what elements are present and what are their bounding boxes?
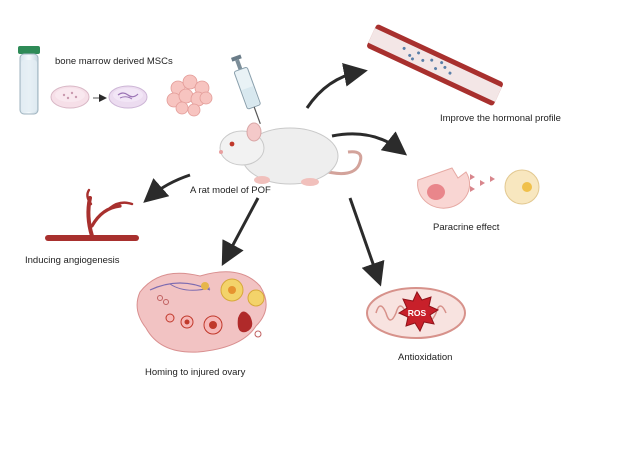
arrow-paracrine	[331, 131, 408, 156]
homing-label: Homing to injured ovary	[145, 367, 246, 378]
angiogenesis-label: Inducing angiogenesis	[25, 255, 120, 266]
ros-label: ROS	[408, 308, 427, 318]
arrow-hormonal	[305, 62, 368, 109]
blood-vessel-icon	[367, 24, 503, 106]
petri-dish-icon	[50, 85, 90, 109]
antioxidation-label: Antioxidation	[398, 352, 453, 363]
hormonal-label: Improve the hormonal profile	[440, 113, 561, 124]
model-label: A rat model of POF	[190, 185, 271, 196]
petri-dish-icon-2	[108, 85, 148, 109]
cell-secretion-icon	[417, 167, 540, 209]
tube-icon	[18, 46, 40, 115]
ovary-icon	[136, 271, 267, 353]
arrows	[143, 62, 408, 287]
ros-burst-icon	[397, 290, 440, 333]
arrow-homing	[221, 197, 260, 266]
arrow-antioxidation	[348, 197, 385, 287]
branching-vessel-icon	[45, 188, 139, 241]
source-label: bone marrow derived MSCs	[55, 56, 173, 67]
syringe-icon	[230, 54, 261, 125]
rat-icon	[219, 122, 363, 186]
paracrine-label: Paracrine effect	[433, 222, 500, 233]
cell-cluster-icon	[166, 74, 213, 117]
arrow-angiogenesis	[143, 173, 191, 203]
mitochondrion-icon: ROS	[366, 287, 466, 339]
